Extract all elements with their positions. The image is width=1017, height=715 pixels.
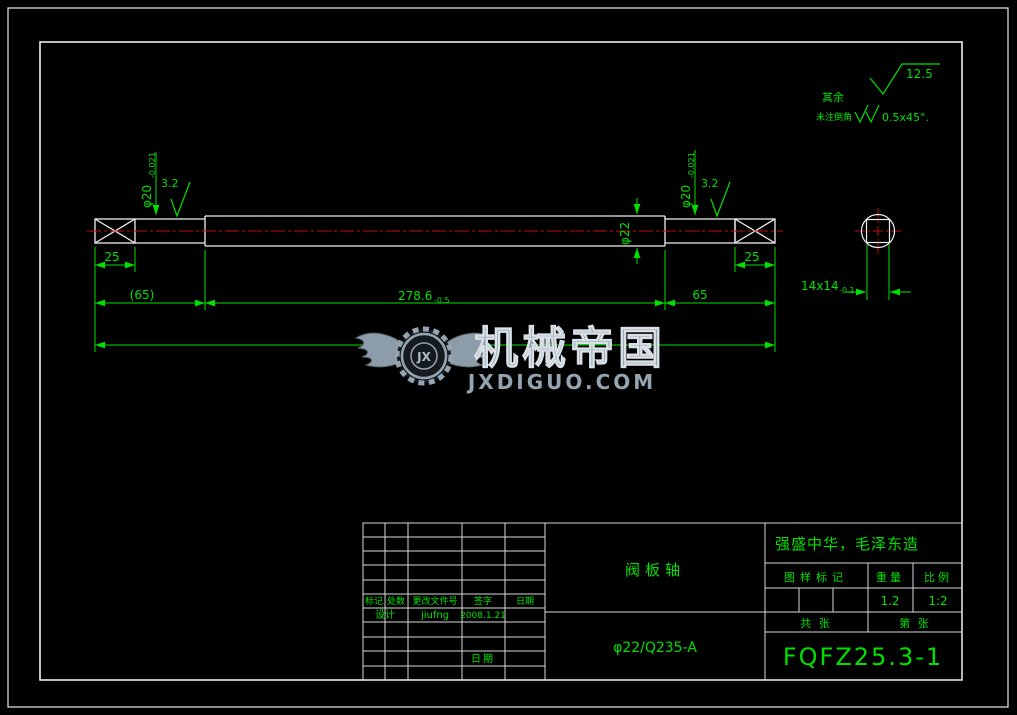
centerlines (87, 208, 901, 254)
dim-dia20-left: φ20 (140, 185, 154, 208)
dim-body-length: 278.6 (398, 289, 432, 303)
header-scale: 比例 (924, 570, 952, 584)
gear-teeth-icon (394, 326, 454, 386)
title-block: 强盛中华，毛泽东造 阀板轴 φ22/Q235-A 图样标记 重量 比例 1.2 … (362, 522, 963, 681)
chamfer-prefix: 未注倒角 (816, 111, 852, 123)
dim-25-right: 25 (744, 250, 759, 264)
dim-dia20-left-tol: -0.021 (148, 152, 157, 178)
dim-65-left: (65) (130, 288, 155, 302)
gear-hub-icon (410, 342, 438, 370)
watermark-site: JXDIGUO.COM (466, 370, 656, 394)
dim-65-right: 65 (692, 288, 707, 302)
roughness-mark-right-icon (710, 181, 731, 218)
endview-square (865, 218, 891, 244)
material-spec: φ22/Q235-A (613, 640, 697, 656)
gear-rim-icon (400, 332, 448, 380)
dim-square: 14x14 (801, 279, 839, 293)
sheet-number: 第 张 (899, 616, 931, 630)
roughness-mark-small1-icon (854, 104, 869, 124)
roughness-mark-small2-icon (865, 104, 880, 124)
design-date: 2008.1.21 (460, 611, 506, 621)
sheet-total: 共 张 (800, 617, 832, 630)
col-mark-label: 标记 (365, 595, 383, 607)
rest-label: 其余 (822, 90, 844, 104)
dimension-texts: 25 25 (65) 278.6 -0.5 65 φ20 -0.021 φ20 … (104, 67, 932, 305)
dimension-lines (95, 150, 911, 349)
dim-body-length-tol: -0.5 (434, 296, 450, 305)
shaft-end-view (860, 213, 896, 249)
date-label: 日期 (471, 653, 495, 665)
general-roughness-value: 12.5 (906, 67, 933, 81)
shaft-front-view (94, 215, 776, 247)
col-date-label: 日期 (516, 596, 534, 607)
title-block-texts: 强盛中华，毛泽东造 阀板轴 φ22/Q235-A 图样标记 重量 比例 1.2 … (365, 535, 952, 671)
weight-value: 1.2 (880, 594, 899, 608)
title-block-grid (362, 522, 963, 681)
drawing-number: FQFZ25.3-1 (783, 643, 943, 671)
emblem-letters: JX (416, 350, 431, 364)
slogan-text: 强盛中华，毛泽东造 (775, 535, 919, 553)
part-name: 阀板轴 (625, 561, 685, 579)
endview-circle (860, 213, 896, 249)
roughness-symbols (170, 63, 940, 218)
dim-square-tol: -0.1 (839, 286, 855, 295)
designer-name: jiufng (420, 610, 449, 621)
design-label: 设计 (375, 608, 395, 621)
watermark: JX 机械帝国 JXDIGUO.COM (354, 323, 666, 394)
dim-dia20-right-tol: -0.021 (687, 152, 696, 178)
watermark-brand: 机械帝国 (474, 323, 666, 374)
col-count-label: 处数 (387, 595, 405, 607)
roughness-mark-general-icon (869, 63, 940, 96)
roughness-value-right: 3.2 (701, 177, 719, 190)
roughness-mark-left-icon (170, 181, 191, 218)
dim-dia20-right: φ20 (679, 185, 693, 208)
dim-25-left: 25 (104, 250, 119, 264)
col-sign-label: 签字 (474, 595, 492, 607)
dim-dia22: φ22 (618, 222, 632, 245)
col-file-label: 更改文件号 (412, 595, 457, 607)
chamfer-value: 0.5x45°. (882, 111, 929, 124)
header-weight: 重量 (876, 570, 904, 584)
header-drawing-mark: 图样标记 (784, 570, 848, 584)
roughness-value-left: 3.2 (161, 177, 179, 190)
scale-value: 1:2 (928, 594, 947, 608)
